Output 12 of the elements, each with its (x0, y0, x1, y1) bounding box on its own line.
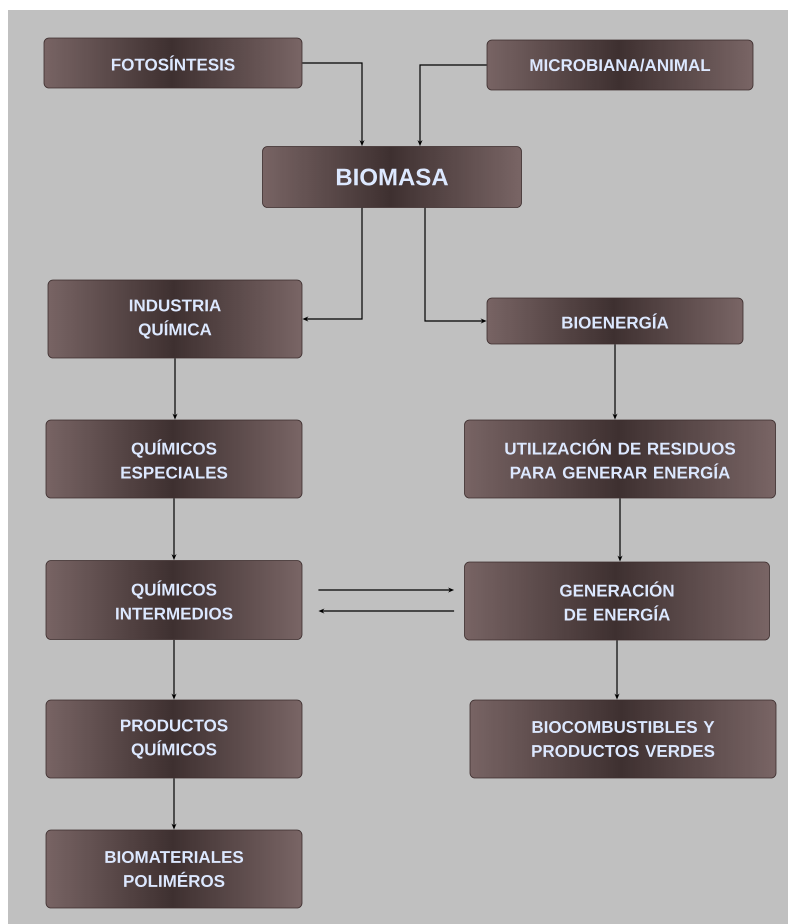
process-box: GENERACIÓN DE ENERGÍA (464, 562, 770, 640)
process-box: BIOENERGÍA (486, 298, 744, 344)
process-box: FOTOSÍNTESIS (44, 38, 302, 88)
process-box: BIOMATERIALES POLIMÉROS (46, 830, 302, 908)
process-box: MICROBIANA/ANIMAL (486, 40, 754, 90)
process-box: QUÍMICOS INTERMEDIOS (46, 560, 302, 640)
process-box: QUÍMICOS ESPECIALES (46, 420, 302, 498)
process-box: BIOCOMBUSTIBLES Y PRODUCTOS VERDES (470, 700, 776, 778)
process-box: BIOMASA (262, 146, 522, 208)
process-box: UTILIZACIÓN DE RESIDUOS PARA GENERAR ENERGÍA (464, 420, 776, 498)
process-box: PRODUCTOS QUÍMICOS (46, 700, 302, 778)
process-box: INDUSTRIA QUÍMICA (48, 280, 302, 358)
